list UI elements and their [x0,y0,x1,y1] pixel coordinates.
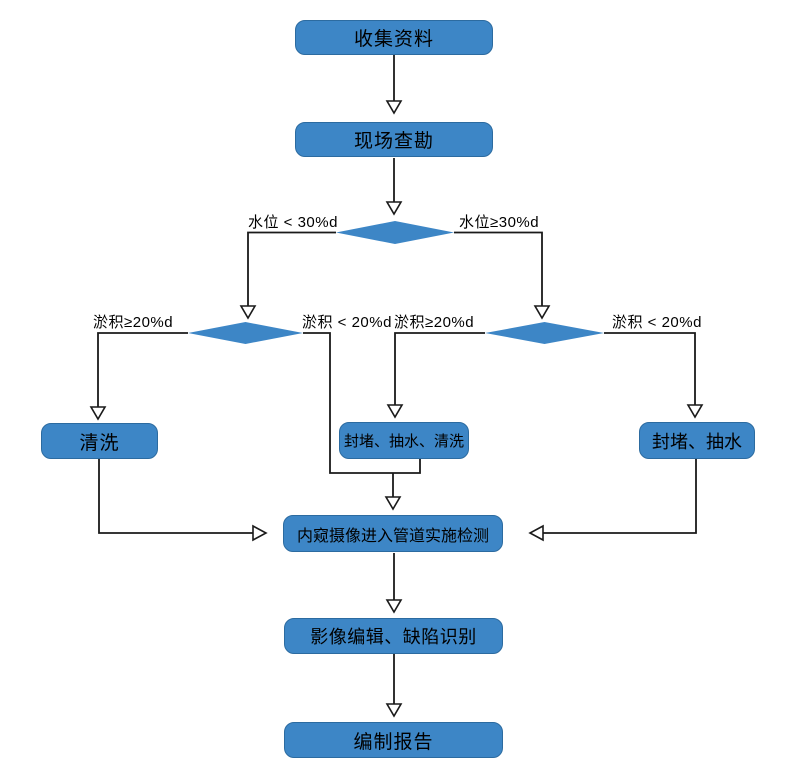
arrowhead-collect-survey [385,100,403,115]
arrowhead-silt-ge-spc [386,404,404,419]
node-collect-data: 收集资料 [295,20,493,55]
connector-water-ge-branch [454,231,543,306]
node-compile-report: 编制报告 [284,722,503,758]
condition-water-ge-30: 水位≥30%d [459,214,540,231]
node-seal-pump-clean: 封堵、抽水、清洗 [339,422,469,459]
condition-silt-ge-20-right: 淤积≥20%d [394,314,475,331]
condition-silt-ge-20-left: 淤积≥20%d [93,314,174,331]
node-image-edit-defect-recognition: 影像编辑、缺陷识别 [284,618,503,654]
arrowhead-water-lt-branch [239,305,257,320]
connector-silt-lt-bypass [303,332,421,474]
node-clean: 清洗 [41,423,158,459]
node-seal-pump: 封堵、抽水 [639,422,755,459]
arrowhead-junction-inspect [384,496,402,511]
condition-silt-lt-20-left: 淤积 < 20%d [302,314,392,331]
connector-sp-inspect [543,459,697,534]
node-site-survey: 现场查勘 [295,122,493,157]
arrowhead-water-ge-branch [533,305,551,320]
node-cctv-inspection: 内窥摄像进入管道实施检测 [283,515,503,552]
condition-silt-lt-20-right: 淤积 < 20%d [612,314,702,331]
decision-diamond-silt-left [188,322,303,344]
connector-silt-ge-spc [394,332,485,405]
connector-silt-lt-sp [604,332,696,405]
decision-diamond-silt-right [485,322,604,344]
condition-water-lt-30: 水位 < 30%d [248,214,338,231]
arrowhead-edit-report [385,703,403,718]
arrowhead-sp-inspect [528,524,544,542]
connector-silt-ge-clean [97,332,188,407]
arrowhead-survey-water [385,201,403,216]
arrowhead-silt-ge-clean [89,406,107,421]
arrowhead-inspect-edit [385,599,403,614]
connector-clean-inspect [98,459,253,534]
decision-diamond-water-level [336,221,454,244]
arrowhead-silt-lt-sp [686,404,704,419]
connector-water-lt-branch [247,231,336,306]
arrowhead-clean-inspect [252,524,268,542]
